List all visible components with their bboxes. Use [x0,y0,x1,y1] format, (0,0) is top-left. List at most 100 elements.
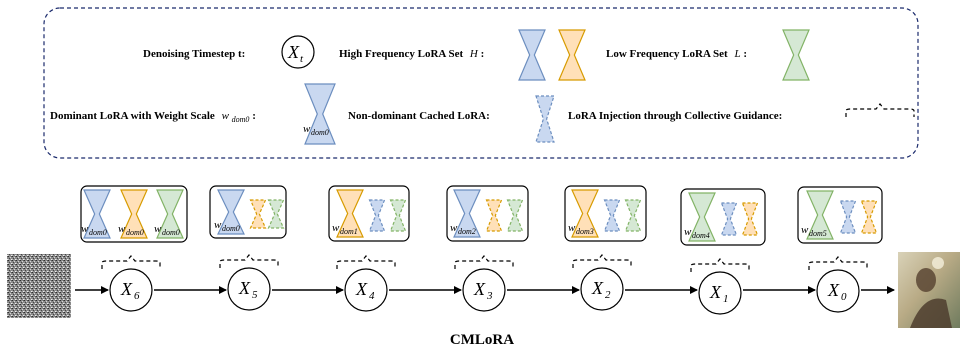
timestep-node [580,267,624,311]
cached-lora-green [267,199,285,229]
timestep-x-sub: 3 [486,290,493,302]
legend-box [43,7,919,159]
weight-sub: dom0 [89,228,107,237]
legend-nondominant-hourglass [535,95,555,143]
weight-sub: dom3 [576,227,594,236]
noise-input-image [7,254,71,318]
timestep-x-label: X [120,279,133,299]
timestep-node [227,267,271,311]
timestep-node [344,268,388,312]
legend-timestep-node: X t [281,35,315,69]
legend-low-text: Low Frequency LoRA Set [606,48,728,60]
weight-label: w [801,224,809,236]
timestep-x-label: X [709,282,722,302]
cached-lora-orange [249,199,267,229]
legend-nondominant-icon [535,95,555,143]
dominant-lora-blue [453,189,481,238]
legend-dominant-icon-wsub: dom0 [311,128,329,137]
legend-high-hourglass-orange [558,29,586,81]
dominant-lora-green [806,190,834,240]
timestep-x-label: X [238,278,251,298]
collective-guidance-brace [454,255,514,269]
cached-lora-green [624,199,642,232]
timestep-x-sub: 4 [369,290,375,302]
timestep-node [816,269,860,313]
collective-guidance-brace [101,255,161,269]
legend-high-text: High Frequency LoRA Set [339,48,464,60]
weight-sub: dom0 [222,224,240,233]
timestep-x-sub: 1 [723,293,729,305]
legend-timestep-label: Denoising Timestep t: [143,48,245,60]
legend-high-symbol: H [469,48,479,60]
timestep-node [698,271,742,315]
weight-label: w [214,219,222,231]
legend-high-icons [518,29,586,81]
weight-label: w [450,222,458,234]
cached-lora-blue [839,200,857,234]
cached-lora-blue [720,202,738,236]
weight-sub: dom0 [126,228,144,237]
weight-sub: dom0 [162,228,180,237]
cached-lora-orange [741,202,759,236]
dominant-lora-green [156,189,184,239]
cached-lora-green [506,199,524,232]
collective-guidance-brace [690,258,750,272]
legend-high-label: High Frequency LoRA Set H : [339,48,484,60]
timestep-node [109,268,153,312]
timestep-x-label: X [355,279,368,299]
legend-dominant-icon-w: w [303,123,311,135]
weight-label: w [568,222,576,234]
collective-guidance-brace [572,254,632,268]
timestep-x-sub: 6 [134,290,140,302]
legend-dominant-w: w [222,110,230,122]
weight-label: w [81,223,89,235]
weight-sub: dom5 [809,229,827,238]
cached-lora-orange [860,200,878,234]
legend-low-icons [782,29,810,81]
weight-label: w [118,223,126,235]
dominant-lora-blue [83,189,111,239]
legend-dominant-wsub: dom0 [232,115,250,124]
legend-injection-label: LoRA Injection through Collective Guidan… [568,110,782,122]
legend-dominant-label: Dominant LoRA with Weight Scale w dom0 : [50,110,256,125]
legend-low-symbol: L [733,48,740,60]
weight-label: w [684,226,692,238]
legend-timestep-x: X [287,42,300,62]
legend-high-hourglass-blue [518,29,546,81]
timestep-x-label: X [473,279,486,299]
timestep-x-label: X [591,278,604,298]
caption: CMLoRA [450,332,514,348]
dominant-lora-blue [217,189,245,235]
cached-lora-blue [368,199,386,232]
legend-timestep-sub: t [300,53,304,65]
timestep-x-sub: 5 [252,289,258,301]
legend-low-label: Low Frequency LoRA Set L : [606,48,747,60]
weight-sub: dom4 [692,231,710,240]
weight-sub: dom1 [340,227,358,236]
timestep-x-label: X [827,280,840,300]
legend-dominant-colon: : [252,110,256,122]
weight-label: w [154,223,162,235]
legend-low-colon: : [743,48,747,60]
cached-lora-orange [485,199,503,232]
dominant-lora-orange [571,189,599,238]
legend-injection-brace [845,103,915,117]
timestep-node [462,268,506,312]
cached-lora-green [389,199,407,232]
legend-high-colon: : [481,48,485,60]
dominant-lora-green [688,192,716,242]
generated-output-image [898,252,960,328]
timestep-x-sub: 0 [841,291,847,303]
legend-dominant-text: Dominant LoRA with Weight Scale [50,110,215,122]
timestep-x-sub: 2 [605,289,611,301]
